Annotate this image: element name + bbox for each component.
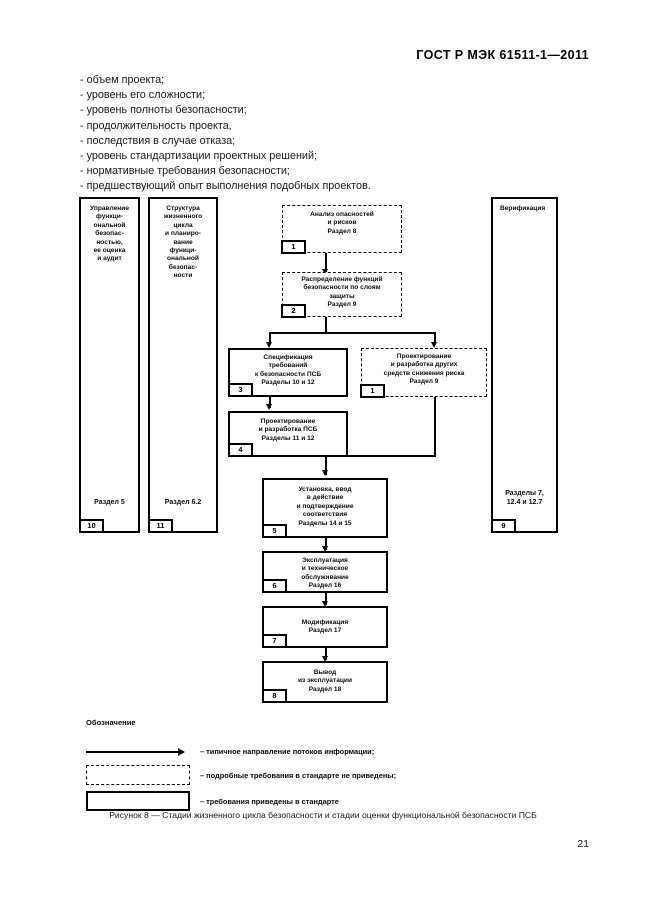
node-tag: 7 <box>262 634 287 648</box>
legend-solid-box-icon <box>86 791 194 811</box>
arrow-icon <box>322 470 328 476</box>
bullet-item: - уровень его сложности; <box>80 89 206 102</box>
legend-title: Обозначение <box>86 718 136 727</box>
column-tag: 9 <box>491 519 516 533</box>
diagram-node-srs-specification: Спецификация требований к безопасности П… <box>228 348 348 397</box>
node-text: Анализ опасностей и рисков Раздел 8 <box>310 211 374 235</box>
column-section-ref: Раздел 5 <box>94 498 125 506</box>
safety-lifecycle-diagram: Управление функци- ональной безопас- нос… <box>0 193 646 713</box>
connector-n2-split <box>325 316 327 334</box>
bullet-item: - уровень стандартизации проектных решен… <box>80 150 317 163</box>
node-section-ref: Раздел 16 <box>308 582 342 590</box>
node-tag: 3 <box>228 383 253 397</box>
node-tag: 6 <box>262 579 287 593</box>
diagram-node-modification: Модификация Раздел 17 7 <box>262 606 388 648</box>
node-text: Модификация Раздел 17 <box>301 619 349 635</box>
node-section-ref: Раздел 18 <box>308 685 342 693</box>
arrow-icon <box>322 601 328 607</box>
node-tag: 2 <box>281 304 306 318</box>
bullet-item: - последствия в случае отказа; <box>80 134 236 147</box>
column-title: Структура жизненного цикла и планиро- ва… <box>163 205 203 280</box>
diagram-node-other-risk-reduction: Проектирование и разработка других средс… <box>360 348 487 398</box>
figure-caption: Рисунок 8 — Стадии жизненного цикла безо… <box>109 810 537 820</box>
node-section-ref: Раздел 17 <box>308 627 342 635</box>
node-section-ref: Раздел 9 <box>409 378 439 386</box>
node-text: Распределение функций безопасности по сл… <box>301 276 383 309</box>
diagram-column-management: Управление функци- ональной безопас- нос… <box>79 197 140 533</box>
connector-n6-n7 <box>325 593 327 605</box>
diagram-node-operation-maintenance: Эксплуатация и техническое обслуживание … <box>262 551 388 593</box>
node-text: Проектирование и разработка ПСБ Разделы … <box>258 418 318 442</box>
node-section-ref: Разделы 14 и 15 <box>298 519 352 527</box>
diagram-node-safety-function-allocation: Распределение функций безопасности по сл… <box>281 272 402 318</box>
document-header: ГОСТ Р МЭК 61511-1—2011 <box>416 48 589 62</box>
legend-item: – требования приведены в стандарте <box>86 788 566 814</box>
legend-item-label: – требования приведены в стандарте <box>200 796 339 806</box>
node-section-ref: Раздел 8 <box>327 227 357 235</box>
column-title: Управление функци- ональной безопас- нос… <box>90 205 129 263</box>
node-text: Вывод из эксплуатации Раздел 18 <box>297 669 353 693</box>
bullet-list: - объем проекта; - уровень его сложности… <box>80 73 371 195</box>
connector-n4-n5 <box>325 457 327 475</box>
node-section-ref: Разделы 11 и 12 <box>261 434 315 442</box>
node-section-ref: Разделы 10 и 12 <box>261 379 315 387</box>
legend-item-label: – подробные требования в стандарте не пр… <box>200 770 397 780</box>
connector-n7-n8 <box>325 648 327 660</box>
bullet-item: - предшествующий опыт выполнения подобны… <box>80 180 371 193</box>
node-text: Установка, ввод в действие и подтвержден… <box>296 486 354 527</box>
legend-arrow-icon <box>86 744 194 760</box>
page-number: 21 <box>577 838 589 850</box>
node-section-ref: Раздел 9 <box>327 301 357 309</box>
arrow-icon <box>322 656 328 662</box>
diagram-node-decommissioning: Вывод из эксплуатации Раздел 18 8 <box>262 661 388 703</box>
legend-item: – подробные требования в стандарте не пр… <box>86 762 566 788</box>
node-tag: 1 <box>360 384 385 398</box>
column-tag: 10 <box>79 519 104 533</box>
legend-item: – типичное направление потоков информаци… <box>86 741 566 762</box>
connector-split-horizontal <box>269 332 436 334</box>
connector-n3-n4 <box>269 396 271 408</box>
legend: Обозначение – типичное направление поток… <box>86 718 566 814</box>
node-tag: 8 <box>262 689 287 703</box>
arrow-icon <box>322 546 328 552</box>
connector-split-right <box>434 332 436 344</box>
node-tag: 5 <box>262 524 287 538</box>
column-section-ref: Раздел 6.2 <box>164 498 202 506</box>
diagram-node-sis-design: Проектирование и разработка ПСБ Разделы … <box>228 411 348 457</box>
bullet-item: - продолжительность проекта, <box>80 119 232 132</box>
node-tag: 1 <box>281 240 306 254</box>
column-section-ref: Разделы 7, 12.4 и 12.7 <box>505 490 544 506</box>
connector-n5-n6 <box>325 538 327 550</box>
diagram-column-lifecycle-structure: Структура жизненного цикла и планиро- ва… <box>148 197 218 533</box>
node-text: Эксплуатация и техническое обслуживание … <box>301 557 349 590</box>
node-text: Проектирование и разработка других средс… <box>383 353 465 386</box>
diagram-node-hazard-analysis: Анализ опасностей и рисков Раздел 8 1 <box>281 205 402 254</box>
bullet-item: - нормативные требования безопасности; <box>80 165 290 178</box>
connector-other-horizontal <box>325 455 436 457</box>
diagram-node-installation-commissioning: Установка, ввод в действие и подтвержден… <box>262 478 388 538</box>
connector-other-down <box>434 396 436 456</box>
column-tag: 11 <box>148 519 173 533</box>
node-tag: 4 <box>228 443 253 457</box>
column-title: Верификация <box>500 205 546 212</box>
arrow-icon <box>266 342 272 348</box>
legend-item-label: – типичное направление потоков информаци… <box>200 747 375 756</box>
connector-n1-n2 <box>325 253 327 273</box>
diagram-column-verification: Верификация Разделы 7, 12.4 и 12.7 9 <box>491 197 558 533</box>
arrow-icon <box>431 342 437 348</box>
connector-split-left <box>269 332 271 344</box>
bullet-item: - объем проекта; <box>80 74 165 86</box>
node-text: Спецификация требований к безопасности П… <box>254 354 322 387</box>
legend-dashed-box-icon <box>86 765 194 785</box>
bullet-item: - уровень полноты безопасности; <box>80 104 247 117</box>
arrow-icon <box>266 404 272 410</box>
